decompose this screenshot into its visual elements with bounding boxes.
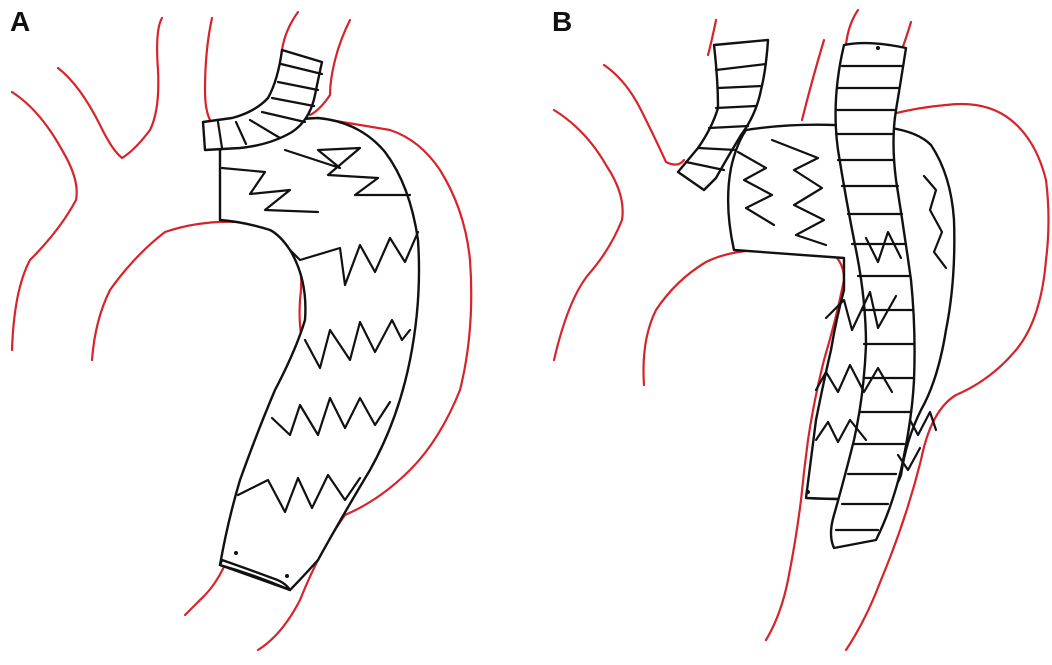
vessel-wall-inner-arch [92, 222, 305, 360]
panel-b: B [526, 0, 1052, 665]
vessel-wall-brachiocephalic [205, 18, 212, 120]
vessel-wall-top-right-branch [846, 10, 858, 45]
panel-label-a: A [10, 8, 30, 36]
vessel-wall-neck-vessel-curve [58, 18, 162, 158]
vessel-wall-subclavian [282, 12, 298, 50]
panel-a-diagram [0, 0, 526, 665]
panel-label-b: B [552, 8, 572, 36]
panel-a: A [0, 0, 526, 665]
vessel-wall-left-outer [554, 110, 623, 360]
vessel-wall-neck-vessel-curve [604, 65, 684, 165]
stent-graft-main-body [728, 125, 954, 499]
radiopaque-marker [876, 46, 880, 50]
stent-graft-main-body [220, 118, 419, 590]
radiopaque-marker [806, 490, 810, 494]
radiopaque-marker [234, 551, 238, 555]
radiopaque-marker [285, 574, 289, 578]
vessel-wall-top-mid-branch [802, 40, 824, 120]
vessel-wall-left-carotid-outer [12, 92, 77, 350]
vessel-wall-inner-arch [644, 249, 845, 385]
panel-b-diagram [526, 0, 1052, 665]
